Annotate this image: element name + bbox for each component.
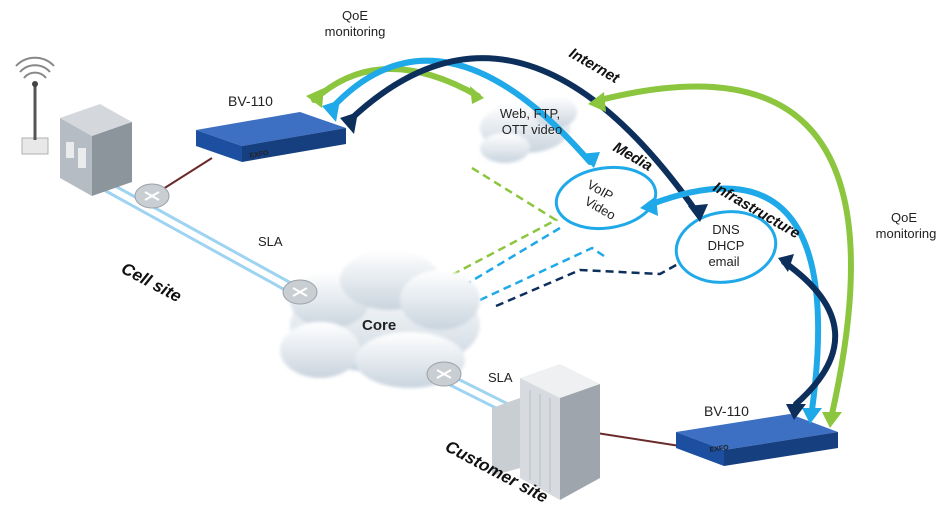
email-label: email [708, 254, 739, 269]
web-ftp-label: Web, FTP, [500, 106, 560, 121]
exfo-logo-top: EXFO [249, 150, 270, 160]
sla-label-bottom: SLA [488, 370, 513, 385]
bv110-device-top: EXFO [196, 112, 346, 162]
qoe-monitoring-label-top: QoE [342, 8, 368, 23]
office-building-icon [492, 364, 600, 500]
qoe-monitoring-label-right-2: monitoring [876, 226, 937, 241]
internet-label: Internet [566, 45, 623, 88]
router-icon [426, 361, 462, 387]
media-service-ellipse [554, 165, 658, 231]
cell-tower-icon [15, 56, 55, 155]
internet-cloud [480, 96, 577, 163]
infrastructure-service-ellipse [674, 210, 778, 284]
dns-label: DNS [712, 222, 740, 237]
core-label: Core [362, 317, 396, 334]
ott-video-label: OTT video [502, 122, 562, 137]
arrowheads-bottom [588, 92, 842, 428]
qoe-arcs-bottom [597, 83, 854, 417]
qoe-monitoring-label-top-2: monitoring [325, 24, 386, 39]
qoe-arcs-top [311, 55, 701, 217]
bv110-label-top: BV-110 [228, 93, 273, 109]
cell-site-label: Cell site [118, 259, 184, 306]
qoe-monitoring-label-right: QoE [891, 210, 917, 225]
exfo-logo-bottom: EXFO [709, 444, 729, 454]
dhcp-label: DHCP [708, 238, 745, 253]
dashed-links [445, 166, 697, 308]
base-station-icon [60, 104, 132, 196]
sla-label-top: SLA [258, 234, 283, 249]
arrowheads-top [306, 86, 708, 222]
bv110-label-bottom: BV-110 [704, 403, 749, 419]
router-icon [282, 279, 318, 305]
router-icon [134, 183, 170, 209]
bv110-device-bottom: EXFO [676, 414, 838, 466]
